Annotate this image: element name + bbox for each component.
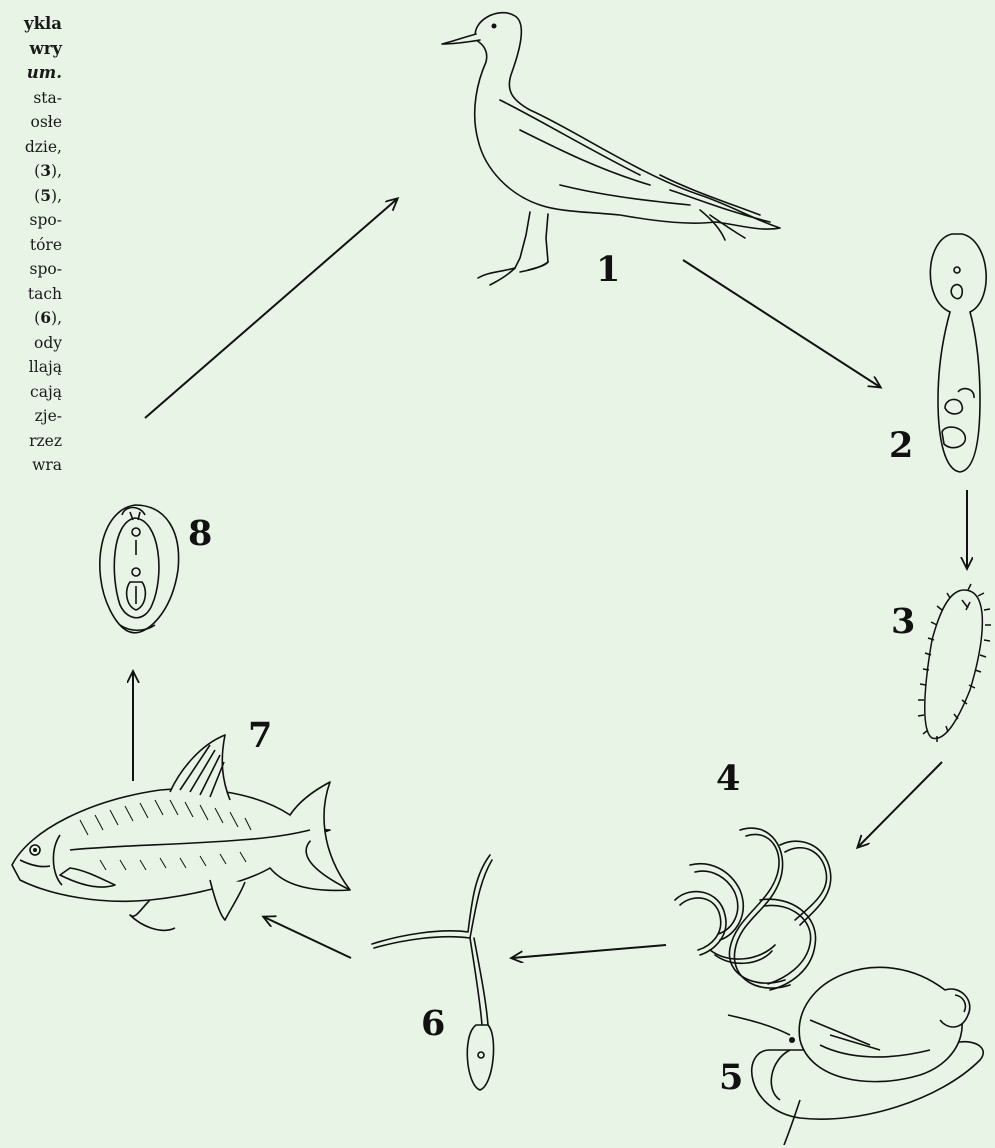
stage-number-8: 8 (188, 516, 212, 551)
stage-number-5: 5 (719, 1060, 743, 1095)
stage-number-1: 1 (596, 252, 620, 287)
stage-number-7: 7 (248, 718, 272, 753)
fish-host-icon (12, 735, 350, 930)
metacercaria-icon (100, 505, 179, 633)
gull-host-icon (442, 13, 780, 285)
arrow-6-to-7 (264, 917, 351, 958)
stage-number-2: 2 (889, 428, 913, 463)
arrow-3-to-4 (858, 762, 942, 847)
stage-number-3: 3 (891, 604, 915, 639)
egg-icon (930, 234, 986, 472)
arrow-5-to-6 (512, 945, 666, 958)
cercaria-larva-icon (372, 855, 494, 1090)
miracidium-larva-icon (918, 584, 991, 742)
sporocyst-icon (675, 828, 831, 990)
snail-host-icon (728, 967, 983, 1145)
arrow-1-to-2 (683, 260, 880, 387)
stage-number-4: 4 (716, 761, 740, 796)
arrow-8-to-1 (145, 199, 397, 418)
stage-number-6: 6 (421, 1006, 445, 1041)
